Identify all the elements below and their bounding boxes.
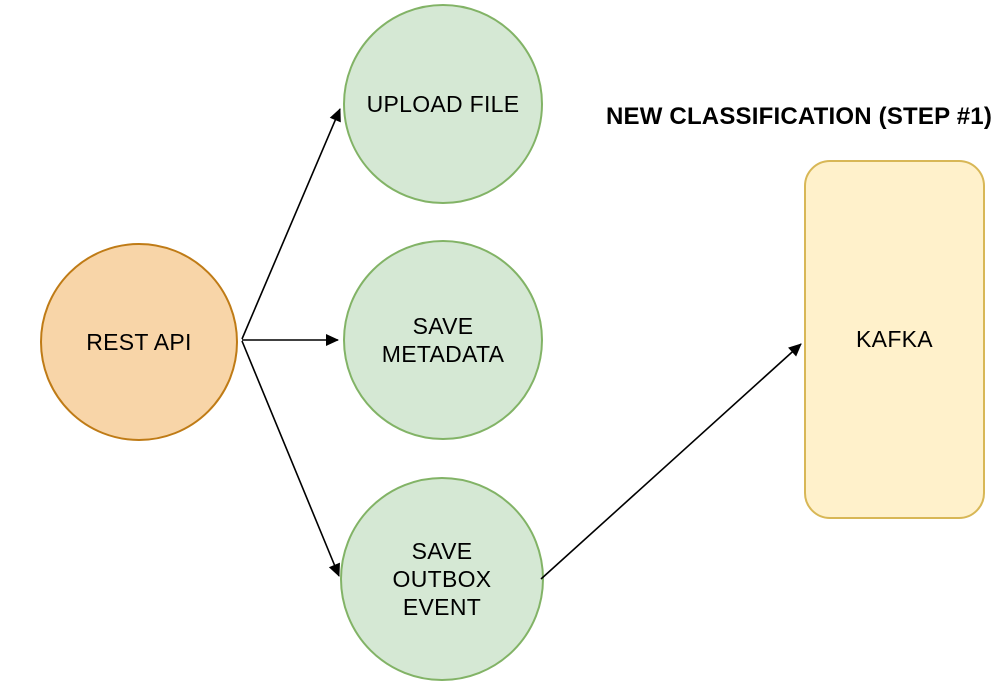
node-save-metadata: SAVE METADATA — [343, 240, 543, 440]
diagram-title: NEW CLASSIFICATION (STEP #1) — [605, 103, 993, 130]
node-save-metadata-label: SAVE METADATA — [381, 312, 505, 367]
node-rest-api-label: REST API — [86, 328, 192, 355]
edge-rest-api-to-save-outbox-event — [241, 340, 340, 577]
node-upload-file: UPLOAD FILE — [343, 4, 543, 204]
node-kafka: KAFKA — [804, 160, 985, 519]
node-kafka-label: KAFKA — [856, 326, 933, 353]
node-rest-api: REST API — [40, 243, 238, 441]
node-upload-file-label: UPLOAD FILE — [366, 90, 520, 117]
edge-save-outbox-event-to-kafka — [540, 343, 802, 580]
node-save-outbox-event: SAVE OUTBOX EVENT — [340, 477, 544, 681]
node-save-outbox-event-label: SAVE OUTBOX EVENT — [392, 537, 492, 621]
edge-rest-api-to-upload-file — [241, 108, 341, 340]
